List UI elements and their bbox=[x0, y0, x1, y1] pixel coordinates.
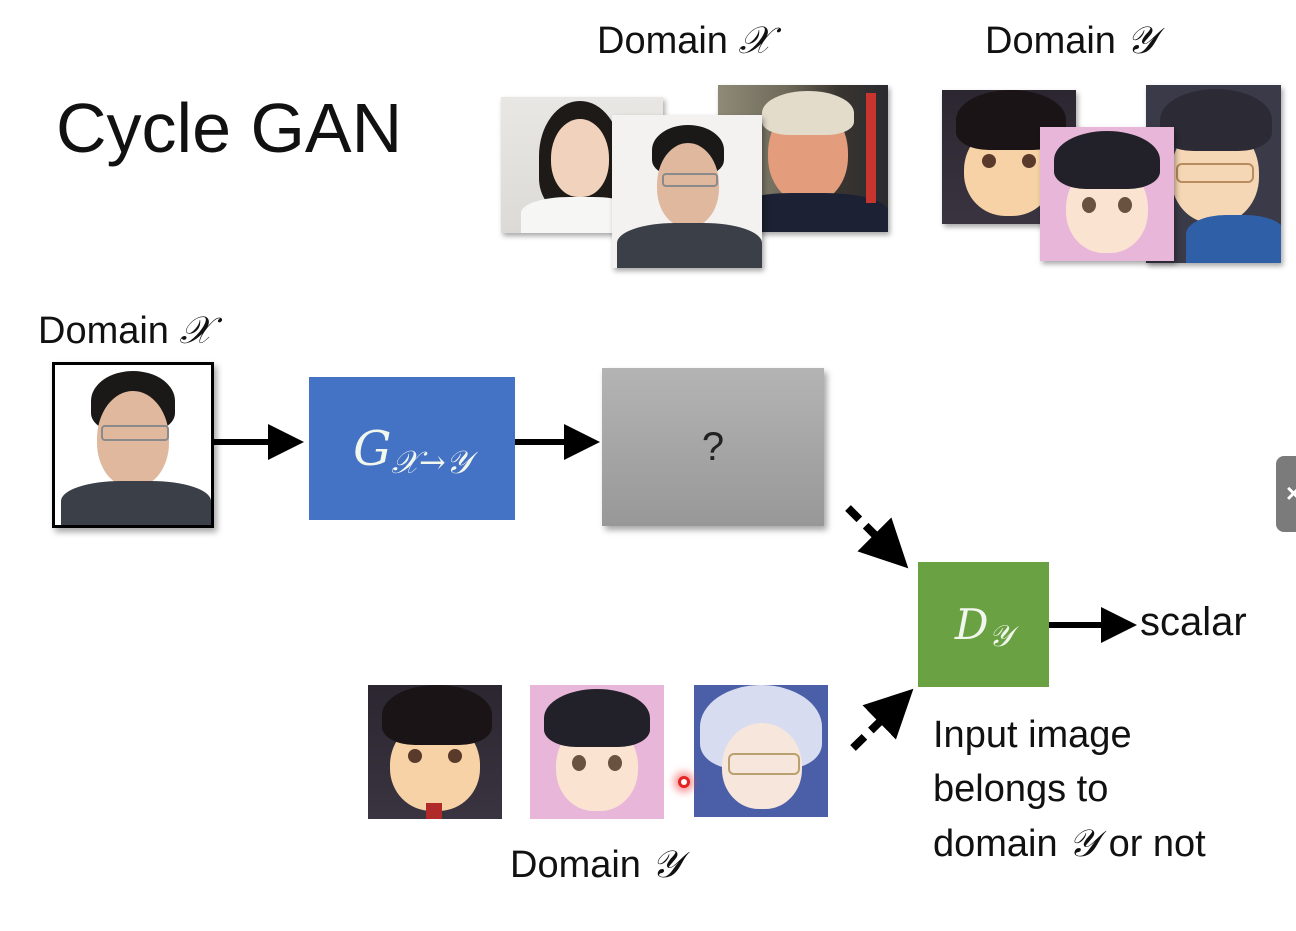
bottom-domain-y-label: Domain 𝒴 bbox=[510, 842, 681, 887]
discriminator-description: Input image belongs to domain 𝒴 or not bbox=[933, 708, 1206, 871]
generator-box: G 𝒳→𝒴 bbox=[309, 377, 515, 520]
top-domain-x-label: Domain 𝒳 bbox=[597, 18, 771, 63]
domain-word: Domain bbox=[597, 20, 728, 62]
input-photo-real-man bbox=[52, 362, 214, 528]
side-close-button[interactable]: × bbox=[1276, 456, 1296, 532]
bottom-photo-anime-girl-white-hair bbox=[694, 685, 828, 817]
description-prefix: domain bbox=[933, 823, 1058, 865]
domain-x-symbol: 𝒳 bbox=[179, 308, 213, 352]
discriminator-letter: D bbox=[954, 600, 989, 649]
discriminator-box: D 𝒴 bbox=[918, 562, 1049, 687]
domain-word: Domain bbox=[38, 310, 169, 352]
generator-letter: G bbox=[353, 420, 392, 477]
scalar-label: scalar bbox=[1140, 600, 1247, 644]
input-domain-x-label: Domain 𝒳 bbox=[38, 308, 212, 353]
domain-x-symbol: 𝒳 bbox=[738, 18, 772, 62]
slide-title: Cycle GAN bbox=[56, 89, 403, 167]
dashed-arrow-real-to-discriminator bbox=[850, 688, 914, 751]
photo-real-man-glasses bbox=[612, 115, 762, 268]
generator-subscript: 𝒳→𝒴 bbox=[391, 443, 471, 481]
description-line-1: Input image bbox=[933, 714, 1132, 756]
bottom-photo-anime-girl-1 bbox=[368, 685, 502, 819]
description-line-2: belongs to bbox=[933, 768, 1109, 810]
generated-output-box: ? bbox=[602, 368, 824, 526]
domain-y-symbol: 𝒴 bbox=[1068, 821, 1098, 865]
domain-word: Domain bbox=[510, 844, 641, 886]
discriminator-subscript: 𝒴 bbox=[988, 619, 1013, 654]
close-icon: × bbox=[1286, 478, 1296, 508]
dashed-arrow-output-to-discriminator bbox=[845, 505, 909, 569]
domain-y-symbol: 𝒴 bbox=[1126, 18, 1157, 62]
domain-word: Domain bbox=[985, 20, 1116, 62]
bottom-photo-anime-girl-2 bbox=[530, 685, 664, 819]
unknown-output-mark: ? bbox=[701, 424, 725, 469]
photo-anime-girl-2 bbox=[1040, 127, 1174, 261]
laser-pointer bbox=[678, 776, 690, 788]
description-line-3: domain 𝒴 or not bbox=[933, 816, 1206, 871]
top-domain-y-label: Domain 𝒴 bbox=[985, 18, 1156, 63]
domain-y-symbol: 𝒴 bbox=[651, 842, 682, 886]
description-suffix: or not bbox=[1108, 823, 1206, 865]
